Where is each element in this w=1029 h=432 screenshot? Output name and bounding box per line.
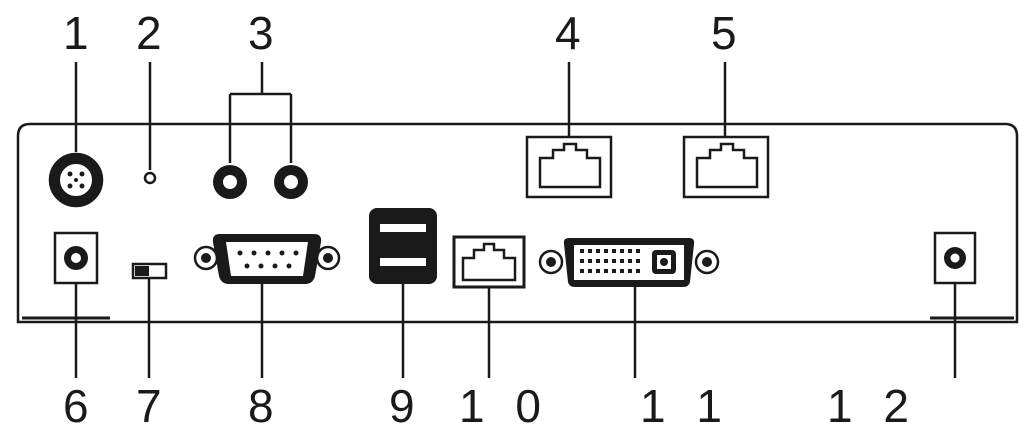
callout-label-3: 3 [248,7,274,59]
callout-label-8: 8 [248,380,274,432]
dc-jack-right [933,231,977,285]
dc-jack-left [53,231,99,285]
callout-label-5: 5 [711,7,737,59]
callout-label-1: 1 [63,7,89,59]
callout-lines-bottom [74,278,957,378]
audio-jack-right [274,165,308,199]
reset-hole [143,171,157,185]
serial-db9-port [193,234,341,284]
callout-label-11: 1 1 [640,380,722,432]
callout-label-12: 1 2 [827,380,909,432]
slide-switch [131,262,168,280]
chassis-outline [16,122,1019,324]
power-jack-connector [48,152,104,208]
callout-label-9: 9 [389,380,415,432]
audio-jack-left [213,165,247,199]
callout-label-7: 7 [136,380,162,432]
callout-lines-top [74,62,727,170]
rj45-port-5 [682,135,770,199]
rj45-port-10 [452,235,526,289]
rj45-port-4 [525,135,613,199]
callout-label-4: 4 [555,7,581,59]
dvi-port [538,238,720,287]
callout-label-2: 2 [136,7,162,59]
callout-label-10: 1 0 [459,380,541,432]
dual-usb-ports [369,208,437,284]
callout-label-6: 6 [63,380,89,432]
